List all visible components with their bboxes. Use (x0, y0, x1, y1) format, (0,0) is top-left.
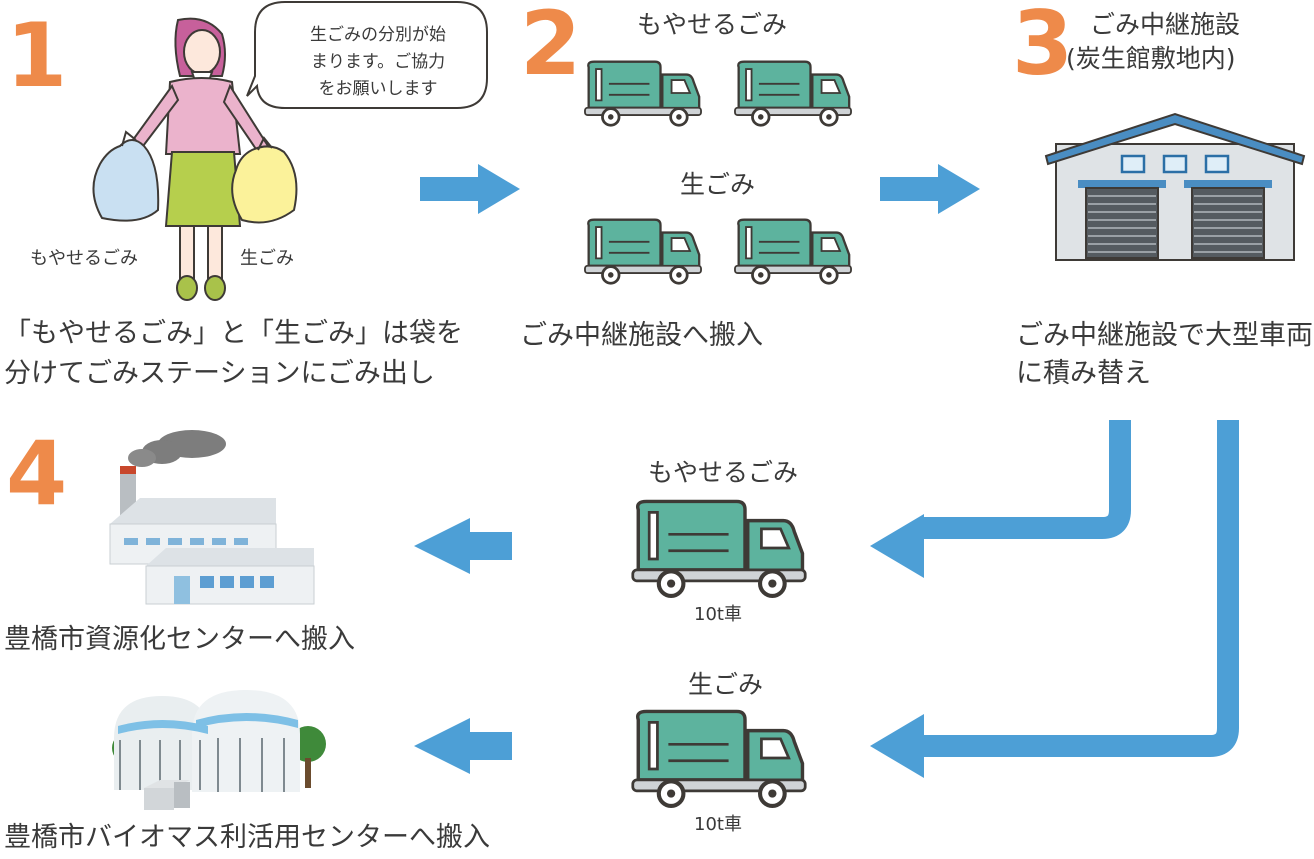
arrow-right-2 (880, 164, 980, 214)
step-1-caption-line-2: 分けてごみステーションにごみ出し (4, 358, 435, 389)
step-3-number: 3 (1012, 0, 1074, 95)
resource-center-factory-illustration (109, 430, 315, 605)
speech-bubble-line-3: をお願いします (318, 79, 438, 99)
speech-bubble (246, 1, 488, 109)
step-2-caption: ごみ中継施設へ搬入 (520, 320, 763, 351)
speech-bubble-line-1: 生ごみの分別が始 (310, 25, 446, 45)
step-2-label-food-waste: 生ごみ (680, 170, 756, 199)
speech-bubble-line-2: まります。ご協力 (310, 52, 446, 72)
relay-facility-building-illustration (1044, 112, 1306, 261)
biomass-center-illustration (112, 690, 326, 810)
step-2-number: 2 (520, 0, 582, 95)
woman-with-bags-illustration (92, 17, 298, 301)
step-2-label-combustible: もやせるごみ (637, 10, 788, 39)
bag-label-combustible: もやせるごみ (30, 248, 138, 269)
step-1-caption-line-1: 「もやせるごみ」と「生ごみ」は袋を (4, 318, 463, 349)
step-4-caption-resource-center: 豊橋市資源化センターへ搬入 (4, 624, 355, 655)
large-truck-capacity-bottom: 10t車 (694, 814, 742, 835)
step-3-title-line-1: ごみ中継施設 (1090, 10, 1241, 39)
step-3-caption-line-1: ごみ中継施設で大型車両 (1016, 320, 1313, 351)
large-truck-capacity-top: 10t車 (694, 604, 742, 625)
step-3-title-line-2: (炭生館敷地内) (1066, 44, 1236, 73)
large-truck-label-combustible: もやせるごみ (648, 458, 799, 487)
step-4-caption-biomass-center: 豊橋市バイオマス利活用センターへ搬入 (4, 822, 490, 853)
step-3-caption-line-2: に積み替え (1016, 358, 1151, 389)
bag-label-food-waste: 生ごみ (240, 248, 294, 269)
step-4-number: 4 (6, 422, 68, 525)
arrow-right-1 (420, 164, 520, 214)
large-truck-icon (626, 496, 812, 600)
large-truck-icon (626, 706, 812, 810)
large-truck-label-food-waste: 生ごみ (688, 670, 764, 699)
step-1-number: 1 (6, 4, 68, 107)
